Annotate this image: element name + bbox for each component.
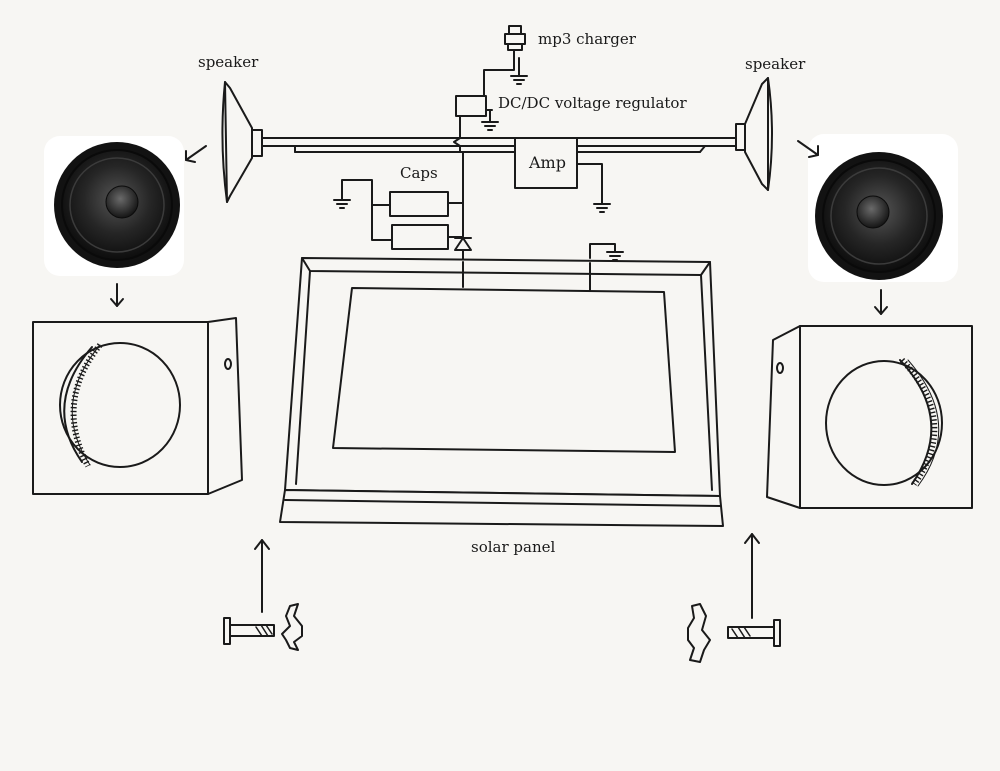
solar-panel xyxy=(279,257,724,527)
speaker-left-driver-image xyxy=(44,136,184,276)
clip-right-icon xyxy=(687,603,711,663)
amp-ground-wire xyxy=(576,163,603,205)
capacitor-top xyxy=(389,191,449,217)
mp3-charger-plug-icon xyxy=(504,25,526,63)
regulator-out-wire xyxy=(453,115,461,153)
speaker-right-horn-icon xyxy=(735,77,773,191)
amp-box xyxy=(514,137,578,189)
capacitor-bottom xyxy=(391,224,449,250)
arrow-speaker-left-to-driver xyxy=(185,145,207,163)
clip-left-icon xyxy=(281,603,303,651)
arrow-right-bracket-to-box xyxy=(744,533,760,619)
speaker-left-horn-icon xyxy=(221,81,263,203)
panel-ground-icon xyxy=(589,243,624,261)
mp3-charger-label: mp3 charger xyxy=(538,30,636,48)
speaker-right-driver-image xyxy=(808,134,958,282)
speaker-left-label: speaker xyxy=(198,53,259,71)
speaker-left-enclosure xyxy=(32,317,243,495)
regulator-box xyxy=(455,95,487,117)
arrow-speaker-right-to-driver xyxy=(797,140,819,158)
mp3-charger-ground-icon xyxy=(510,57,528,85)
charger-wire xyxy=(483,61,515,97)
amp-label: Amp xyxy=(529,153,566,172)
caps-ground-icon xyxy=(333,199,351,209)
solar-panel-label: solar panel xyxy=(471,538,556,556)
regulator-ground-icon xyxy=(481,109,499,131)
speaker-bus-wires xyxy=(261,137,739,153)
regulator-label: DC/DC voltage regulator xyxy=(498,94,687,112)
diode-icon xyxy=(454,237,472,263)
speaker-right-label: speaker xyxy=(745,55,806,73)
bolt-right-icon xyxy=(727,619,781,647)
bolt-left-icon xyxy=(223,617,275,645)
arrow-left-bracket-to-box xyxy=(254,539,270,613)
arrow-left-driver-to-box xyxy=(110,283,124,307)
arrow-right-driver-to-box xyxy=(874,289,888,315)
amp-ground-icon xyxy=(593,203,611,213)
caps-wiring xyxy=(341,151,464,241)
speaker-right-enclosure xyxy=(766,325,973,509)
caps-label: Caps xyxy=(400,164,438,182)
